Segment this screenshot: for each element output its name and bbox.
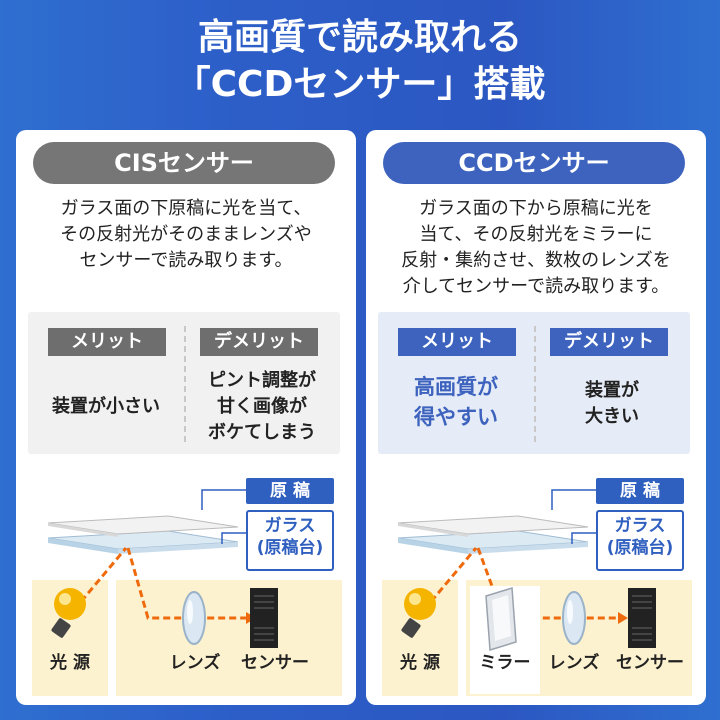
cis-demerit-label: デメリット (200, 328, 318, 356)
lens-icon (182, 591, 206, 645)
cis-sensor-label: センサー (241, 653, 309, 673)
ccd-description: ガラス面の下から原稿に光を 当て、その反射光をミラーに 反射・集約させ、数枚のレ… (374, 196, 698, 300)
glass-label-line: (原稿台) (256, 538, 324, 558)
ccd-description-line: 当て、その反射光をミラーに (419, 224, 653, 245)
ccd-description-line: 反射・集約させ、数枚のレンズを (401, 250, 671, 271)
cis-demerit-line: ボケてしまう (208, 422, 316, 443)
bulb-icon (401, 588, 436, 638)
cis-merit-label: メリット (48, 328, 166, 356)
manuscript-sheet (47, 515, 239, 535)
cis-merit-box: メリット デメリット 装置が小さい ピント調整が 甘く画像が ボケてしまう (28, 312, 340, 454)
glass-label-line: ガラス (614, 516, 666, 536)
title: 高画質で読み取れる 「CCDセンサー」搭載 (0, 14, 720, 108)
cis-description-line: センサーで読み取ります。 (79, 250, 293, 271)
ccd-merit-line: 得やすい (414, 405, 498, 429)
glass-label-line: (原稿台) (606, 538, 674, 558)
ccd-description-line: ガラス面の下から原稿に光を (419, 198, 653, 219)
ccd-light-label: 光 源 (400, 653, 440, 673)
cis-light-label: 光 源 (50, 653, 90, 673)
cis-manuscript-label: 原 稿 (246, 478, 334, 504)
ccd-merit-box: メリット デメリット 高画質が 得やすい 装置が 大きい (378, 312, 690, 454)
ccd-demerit-label: デメリット (550, 328, 668, 356)
manuscript-leader (201, 489, 246, 510)
lens-icon (562, 591, 586, 645)
glass-leader (571, 532, 596, 544)
divider (534, 326, 536, 442)
ccd-heading: CCDセンサー (383, 142, 685, 184)
bulb-icon (51, 588, 86, 638)
glass-plate-edge (398, 538, 468, 554)
ccd-lens-label: レンズ (548, 653, 600, 673)
ccd-demerit-line: 装置が (585, 380, 639, 401)
cis-merit-text: 装置が小さい (52, 396, 160, 417)
cis-description-line: その反射光がそのままレンズや (60, 224, 312, 245)
title-line-1: 高画質で読み取れる (197, 17, 522, 58)
sensor-icon (250, 588, 278, 648)
ccd-panel: CCDセンサー ガラス面の下から原稿に光を 当て、その反射光をミラーに 反射・集… (366, 130, 706, 705)
sensor-icon (628, 588, 656, 648)
ccd-merit-text: 高画質が 得やすい (381, 372, 531, 432)
ccd-demerit-line: 大きい (585, 406, 639, 427)
ccd-merit-line: 高画質が (414, 375, 498, 399)
mirror-icon (485, 587, 517, 651)
glass-label-line: ガラス (264, 516, 316, 536)
arrow-head (618, 612, 628, 624)
cis-glass-label: ガラス (原稿台) (246, 510, 334, 571)
optics-area (116, 580, 342, 696)
ccd-diagram (397, 489, 656, 694)
cis-lens-label: レンズ (169, 653, 221, 673)
divider (184, 326, 186, 442)
manuscript-leader (551, 489, 596, 510)
cis-description: ガラス面の下原稿に光を当て、 その反射光がそのままレンズや センサーで読み取りま… (24, 196, 348, 274)
cis-heading: CISセンサー (33, 142, 335, 184)
manuscript-sheet (397, 515, 589, 535)
cis-panel: CISセンサー ガラス面の下原稿に光を当て、 その反射光がそのままレンズや セン… (16, 130, 356, 705)
ccd-mirror-label: ミラー (479, 653, 531, 673)
title-line-2: 「CCDセンサー」搭載 (174, 64, 546, 105)
ccd-sensor-label: センサー (616, 653, 684, 673)
reflected-beam (126, 547, 246, 620)
cis-demerit-line: 甘く画像が (217, 396, 307, 417)
ccd-glass-label: ガラス (原稿台) (596, 510, 684, 571)
glass-plate-edge (48, 538, 118, 554)
glass-leader (221, 532, 246, 544)
manuscript-edge (398, 523, 468, 537)
cis-description-line: ガラス面の下原稿に光を当て、 (60, 198, 312, 219)
cis-demerit-line: ピント調整が (208, 370, 316, 391)
ccd-merit-label: メリット (398, 328, 516, 356)
cis-demerit-text: ピント調整が 甘く画像が ボケてしまう (187, 368, 337, 446)
ccd-description-line: 介してセンサーで読み取ります。 (402, 276, 670, 297)
manuscript-edge (48, 523, 118, 537)
cis-diagram (47, 489, 278, 648)
ccd-manuscript-label: 原 稿 (596, 478, 684, 504)
glass-plate-edge (118, 542, 238, 554)
glass-plate-edge (468, 542, 588, 554)
ccd-demerit-text: 装置が 大きい (537, 378, 687, 430)
